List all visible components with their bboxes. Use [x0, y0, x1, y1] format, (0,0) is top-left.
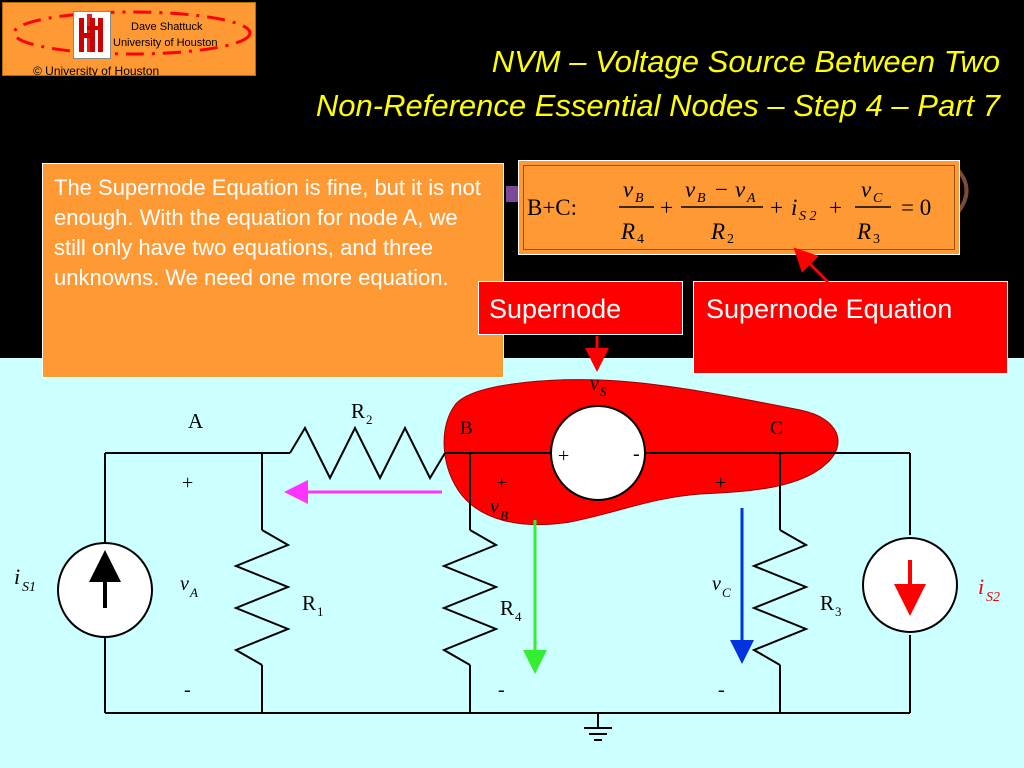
- term2-numerator-b: v: [735, 177, 746, 202]
- resistor-r4: [441, 529, 499, 666]
- vb-minus: -: [498, 679, 505, 701]
- equals-zero: = 0: [901, 195, 931, 220]
- va-plus: +: [182, 472, 193, 494]
- slide-title-line-2: Non-Reference Essential Nodes – Step 4 –…: [315, 88, 1000, 123]
- is2-sub: S2: [986, 590, 1000, 605]
- vb-plus: +: [496, 472, 507, 494]
- is2-label: i: [978, 574, 984, 599]
- r4-label: R: [500, 596, 514, 620]
- term3-sub: S 2: [799, 209, 817, 224]
- voltage-source-vs: [550, 405, 646, 501]
- r1-label: R: [302, 591, 316, 615]
- author-name: Dave Shattuck: [131, 21, 203, 33]
- term2-numerator-a: v: [685, 177, 696, 202]
- node-b-label: B: [460, 418, 473, 439]
- va-minus: -: [184, 679, 191, 701]
- term2-denominator-sub: 2: [727, 232, 734, 247]
- equation-prefix: B+C:: [527, 195, 577, 220]
- is1-sub: S1: [22, 580, 36, 595]
- r2-label: R: [351, 399, 365, 423]
- vc-plus: +: [715, 472, 726, 494]
- logo-box: Dave Shattuck University of Houston © Un…: [2, 2, 256, 78]
- copyright: © University of Houston: [33, 64, 160, 78]
- resistor-r3: [751, 529, 809, 666]
- plus-3: +: [829, 195, 842, 220]
- r4-sub: 4: [515, 609, 522, 624]
- term1-denominator: R: [620, 219, 635, 244]
- supernode-equation-label: Supernode Equation: [693, 281, 1008, 374]
- vb-sub: B: [500, 508, 508, 523]
- explanation-box: The Supernode Equation is fine, but it i…: [42, 163, 504, 378]
- r3-label: R: [820, 591, 834, 615]
- resistor-r2: [289, 425, 446, 481]
- va-label: v: [180, 573, 189, 595]
- equation-pointer-arrow: [793, 247, 830, 284]
- vs-plus: +: [558, 445, 569, 467]
- dashed-oval-icon: [12, 10, 252, 56]
- supernode-label: Supernode: [478, 281, 683, 335]
- vb-label: v: [490, 496, 499, 518]
- term2-numerator-a-sub: B: [697, 191, 706, 206]
- plus-1: +: [660, 195, 673, 220]
- vc-minus: -: [718, 679, 725, 701]
- supernode-equation: B+C: v B R 4 + v B − v A R 2 + i S 2 + v…: [527, 177, 931, 247]
- is1-label: i: [14, 564, 20, 589]
- vc-label: v: [712, 573, 721, 595]
- term3: i: [791, 195, 797, 220]
- resistor-r1: [233, 529, 291, 666]
- equation-box: B+C: v B R 4 + v B − v A R 2 + i S 2 + v…: [518, 160, 960, 255]
- va-sub: A: [189, 585, 198, 600]
- node-a-label: A: [188, 409, 204, 433]
- vs-sub: S: [600, 384, 607, 399]
- r3-sub: 3: [835, 604, 842, 619]
- term2-denominator: R: [710, 219, 725, 244]
- vs-label: v: [590, 373, 599, 395]
- term1-denominator-sub: 4: [637, 232, 644, 247]
- vs-minus: -: [633, 443, 640, 465]
- slide-title-line-1: NVM – Voltage Source Between Two: [491, 44, 1000, 79]
- term4-numerator: v: [861, 177, 872, 202]
- equation-frame: [523, 165, 955, 250]
- term2-minus: −: [715, 177, 728, 202]
- term4-denominator-sub: 3: [873, 232, 880, 247]
- term1-numerator: v: [623, 177, 634, 202]
- university-name: University of Houston: [113, 37, 218, 49]
- r2-sub: 2: [366, 412, 373, 427]
- uh-logo-icon: [73, 11, 111, 59]
- r1-sub: 1: [317, 604, 324, 619]
- term2-numerator-b-sub: A: [746, 191, 756, 206]
- plus-2: +: [770, 195, 783, 220]
- term1-numerator-sub: B: [635, 191, 644, 206]
- term4-denominator: R: [856, 219, 871, 244]
- term4-numerator-sub: C: [873, 191, 883, 206]
- node-c-label: C: [770, 418, 783, 439]
- vc-sub: C: [722, 585, 731, 600]
